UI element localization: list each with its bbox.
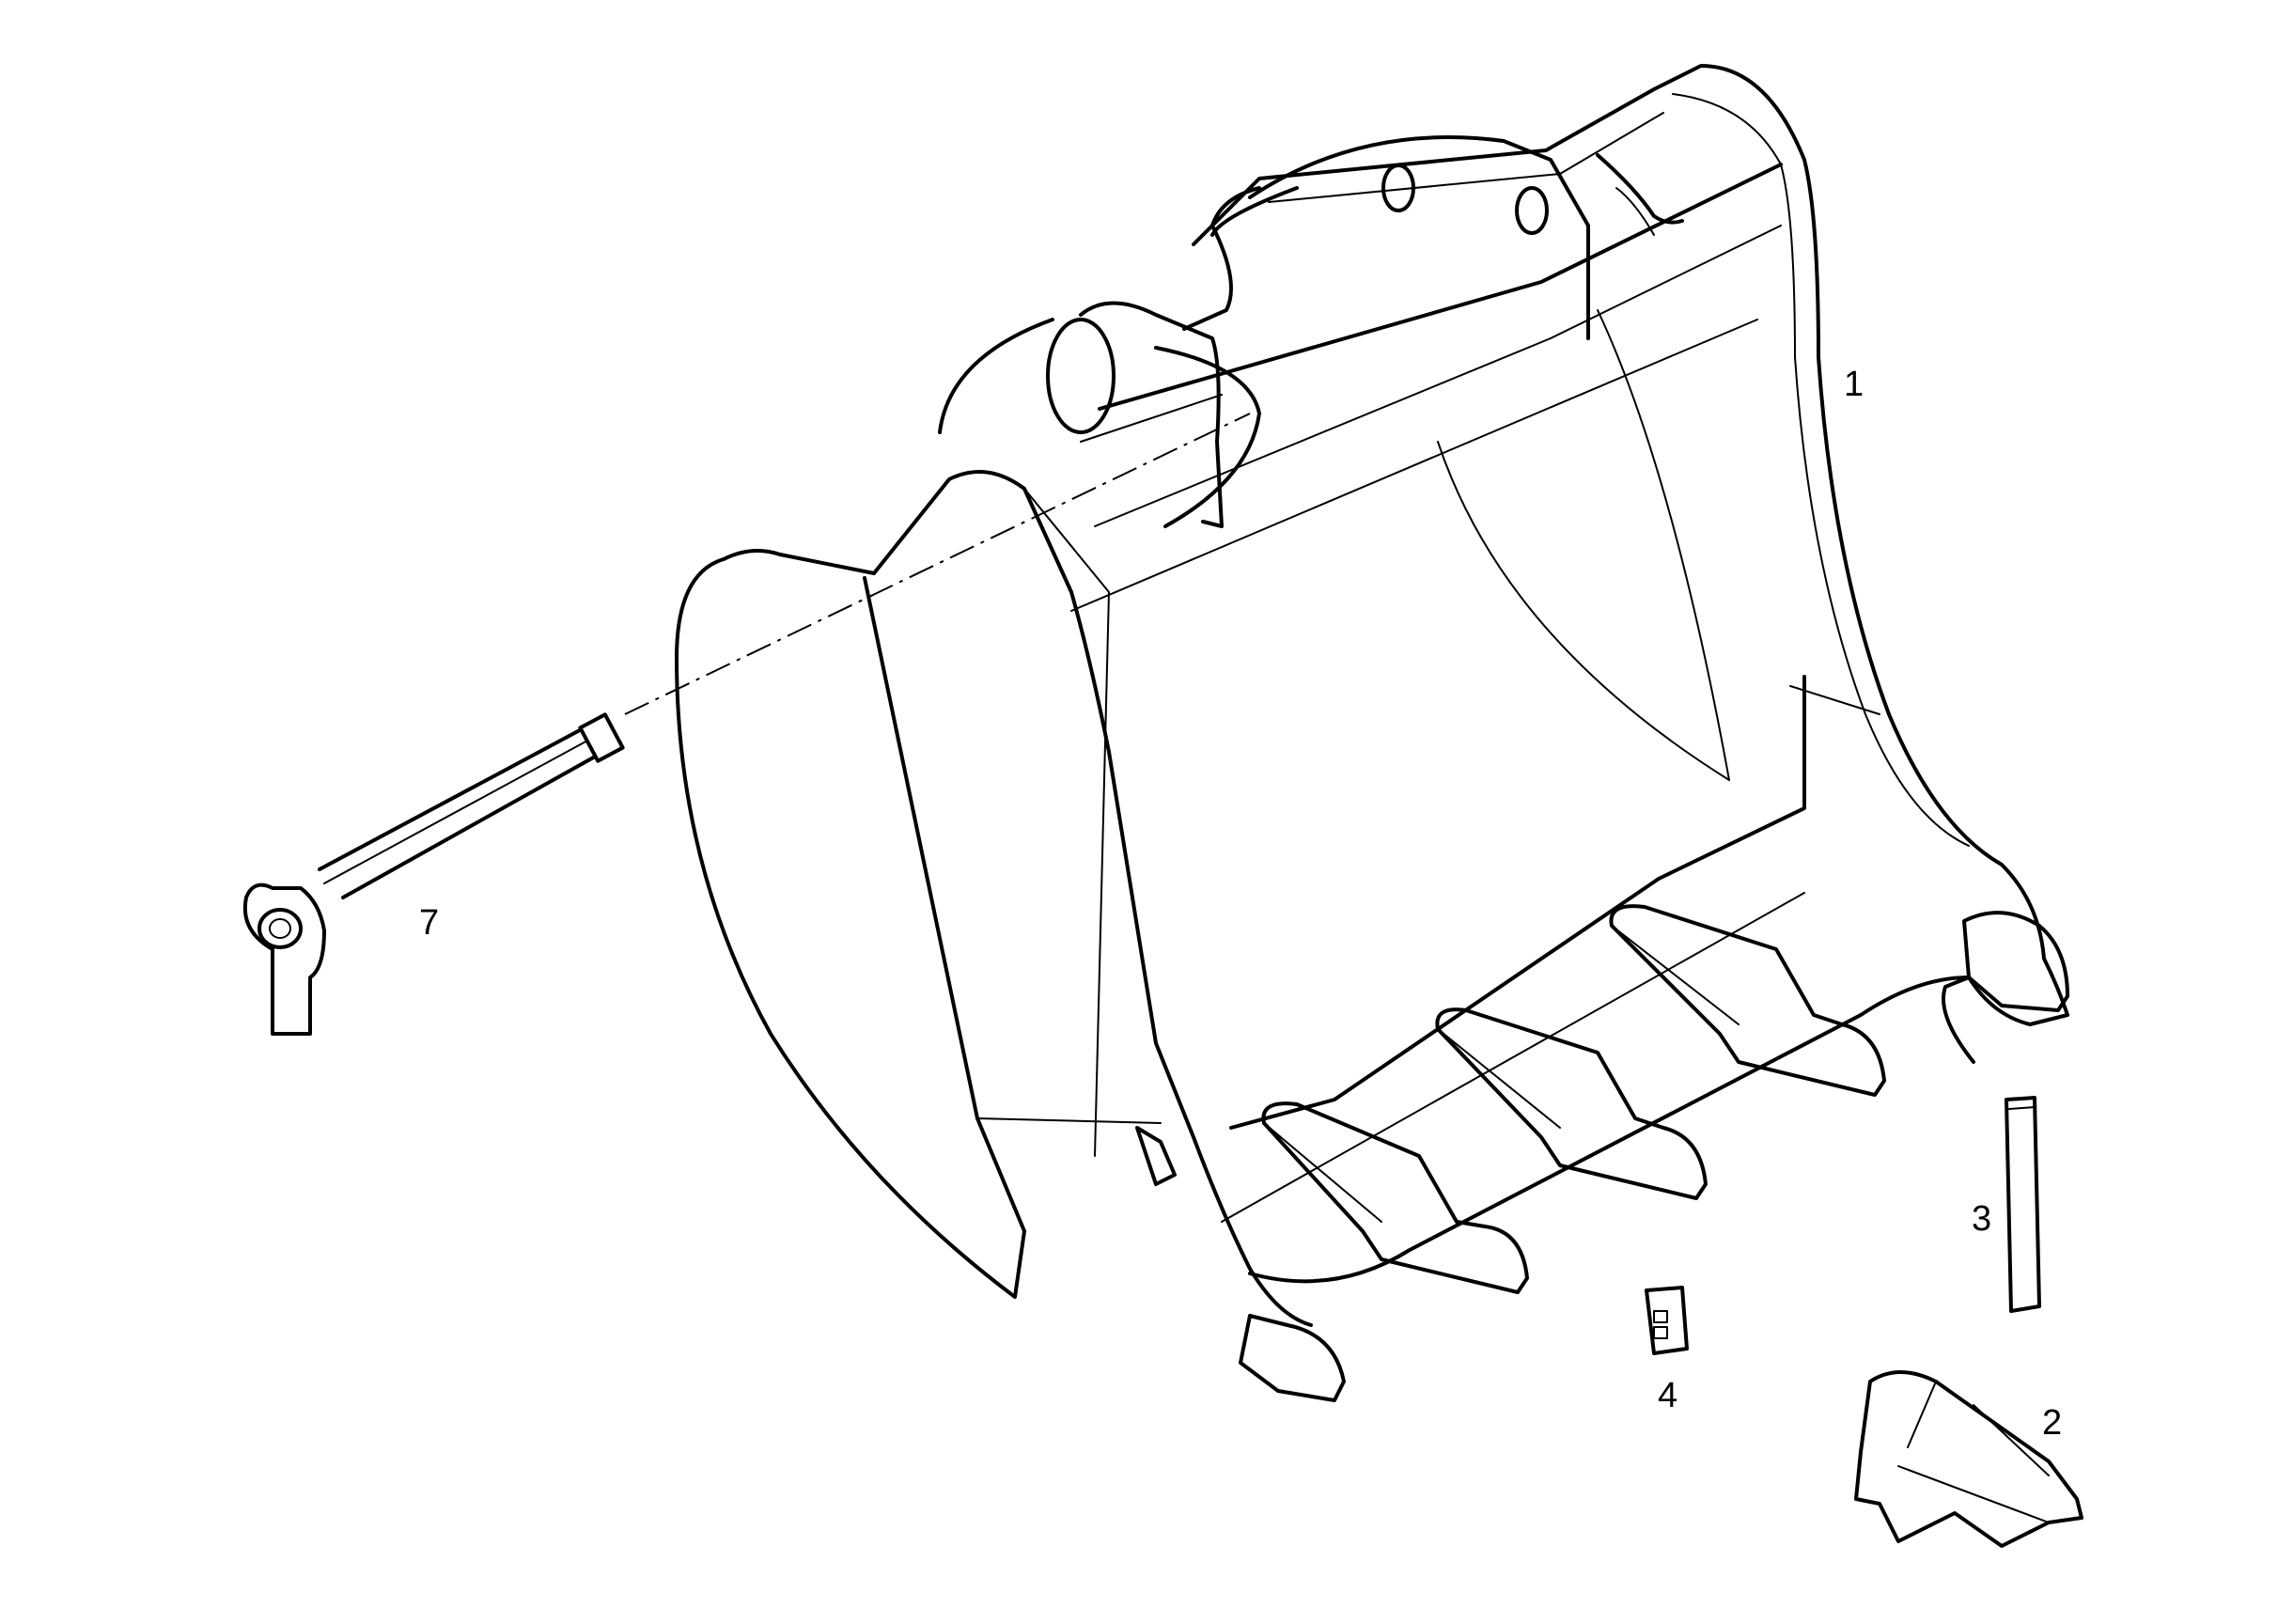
retainer-drawing xyxy=(1645,1286,1689,1355)
callout-2: 2 xyxy=(2042,1403,2063,1443)
callout-4: 4 xyxy=(1658,1376,1678,1415)
bucket-teeth xyxy=(1135,904,2069,1402)
callout-3: 3 xyxy=(1972,1199,1992,1239)
pin-drawing xyxy=(242,413,1251,1036)
locking-pin-drawing xyxy=(2005,1096,2041,1313)
tooth-drawing xyxy=(1854,1370,2083,1548)
callout-1: 1 xyxy=(1844,365,1865,404)
bucket-drawing xyxy=(675,64,2069,1327)
callout-7: 7 xyxy=(419,903,440,943)
